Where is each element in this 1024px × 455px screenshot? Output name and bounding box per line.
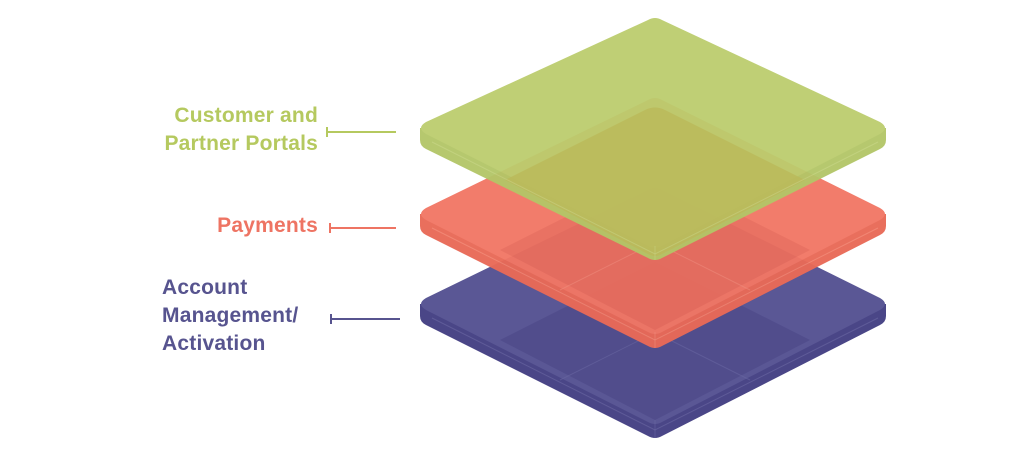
connector-tick — [326, 127, 328, 137]
connector-account-management — [330, 314, 400, 324]
label-line: Payments — [217, 214, 318, 237]
label-account-management: Account Management/ Activation — [162, 274, 332, 358]
label-payments: Payments — [180, 212, 318, 240]
connector-payments — [329, 223, 396, 233]
connector-tick — [329, 223, 331, 233]
label-line: Partner Portals — [164, 132, 318, 155]
label-line: Customer and — [174, 104, 318, 127]
connector-tick — [330, 314, 332, 324]
layer-customer-partner-portals — [420, 18, 886, 260]
connector-portals — [326, 127, 396, 137]
label-line: Activation — [162, 332, 266, 355]
label-line: Account — [162, 276, 248, 299]
label-line: Management/ — [162, 304, 299, 327]
label-customer-partner-portals: Customer and Partner Portals — [140, 102, 318, 158]
